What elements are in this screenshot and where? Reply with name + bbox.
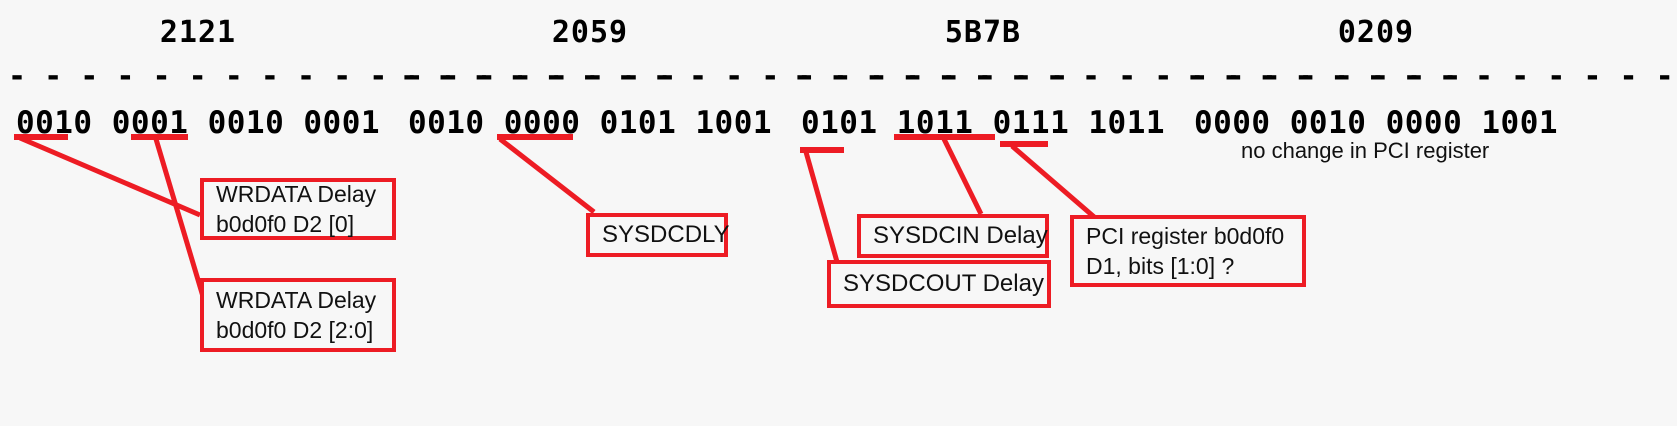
callout-sysdcdly[interactable]: SYSDCDLY: [586, 213, 730, 257]
callout-line: SYSDCIN Delay: [873, 222, 1048, 250]
callout-pci-register[interactable]: PCI register b0d0f0 D1, bits [1:0] ?: [1070, 215, 1306, 287]
hex-value-label: 2059: [551, 15, 629, 50]
callout-line: WRDATA Delay: [216, 286, 377, 313]
leader-2059-to-sysdcdly: [498, 137, 596, 214]
hex-value-label: 5B7B: [944, 15, 1022, 50]
binary-value: 0010 0000 0101 1001: [407, 105, 773, 141]
callout-line: WRDATA Delay: [216, 180, 377, 207]
callout-sysdcin-delay[interactable]: SYSDCIN Delay: [857, 214, 1049, 258]
bitfield-group-2121: 2121 - - - - - - - - - - - - - - - - - -…: [8, 0, 677, 141]
callout-line: D1, bits [1:0] ?: [1086, 253, 1235, 279]
dashed-rule: - - - - - - - - - - - - - - - - - - -: [793, 59, 1462, 94]
hex-value-label: 2121: [159, 15, 237, 50]
callout-line: b0d0f0 D2 [2:0]: [216, 317, 374, 343]
callout-wrdata-d2-2-0[interactable]: WRDATA Delay b0d0f0 D2 [2:0]: [200, 278, 396, 352]
dashed-rule: - - - - - - - - - - - - - - - - - - -: [1186, 59, 1674, 94]
bitfield-group-2059: 2059 - - - - - - - - - - - - - - - - - -…: [400, 0, 1069, 141]
binary-value: 0000 0010 0000 1001: [1193, 105, 1559, 141]
callout-line: SYSDCOUT Delay: [843, 270, 1044, 298]
dashed-rule: - - - - - - - - - - - - - - - - - - -: [8, 59, 677, 94]
bitfield-group-0209: 0209 - - - - - - - - - - - - - - - - - -…: [1186, 0, 1674, 141]
callout-wrdata-d2-0[interactable]: WRDATA Delay b0d0f0 D2 [0]: [200, 178, 396, 240]
hex-value-label: 0209: [1337, 15, 1415, 50]
leader-5b7b-nibble2-to-sysdcin: [941, 137, 984, 216]
callout-sysdcout-delay[interactable]: SYSDCOUT Delay: [827, 260, 1051, 308]
dashed-rule: - - - - - - - - - - - - - - - - - - -: [400, 59, 1069, 94]
binary-value: 0101 1011 0111 1011: [800, 105, 1166, 141]
callout-line: PCI register b0d0f0: [1086, 222, 1285, 249]
leader-5b7b-nibble3-to-pci: [1010, 144, 1102, 224]
leader-5b7b-nibble1-to-sysdcout: [803, 151, 844, 277]
leader-2121-nibble1-to-d2-0: [19, 135, 201, 218]
binary-value: 0010 0001 0010 0001: [15, 105, 381, 141]
callout-line: b0d0f0 D2 [0]: [216, 211, 355, 237]
bitfield-group-5b7b: 5B7B - - - - - - - - - - - - - - - - - -…: [793, 0, 1462, 141]
no-change-note: no change in PCI register: [1241, 138, 1490, 163]
callout-line: SYSDCDLY: [602, 221, 730, 249]
